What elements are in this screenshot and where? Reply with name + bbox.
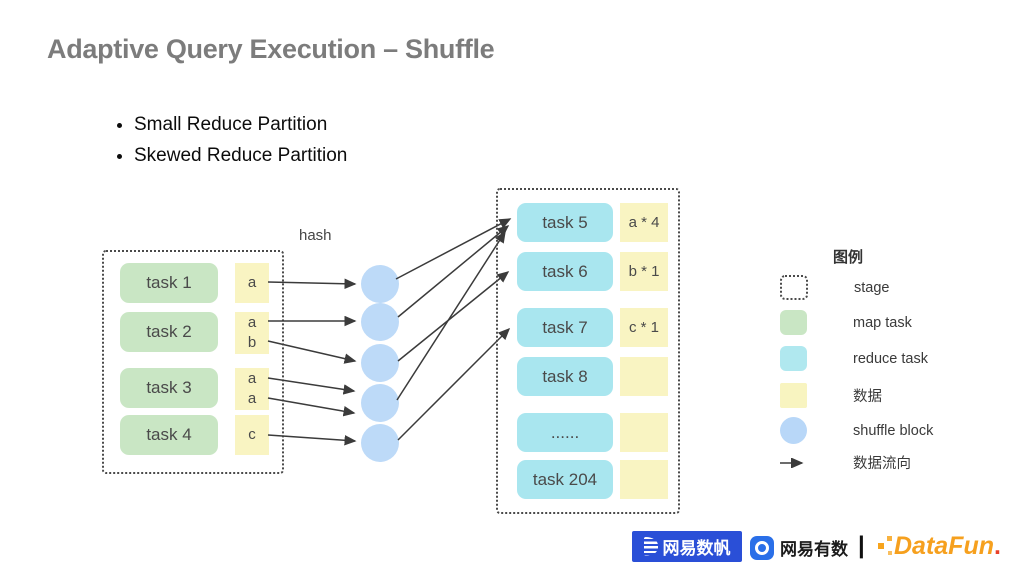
reduce-task-swatch-icon [780,346,807,371]
map-stage-box [102,250,284,474]
legend-label: stage [854,279,890,296]
bullet-item: Small Reduce Partition [134,114,347,136]
shuffle-block-swatch-icon [780,417,807,444]
reduce-result-cell [620,413,668,452]
datafun-logo-dot: . [994,532,1001,560]
netease-shufan-logo: 网易数帆 [632,531,742,562]
bullet-list: Small Reduce Partition Skewed Reduce Par… [112,114,347,176]
reduce-task-204: task 204 [517,460,613,499]
map-task-2: task 2 [120,312,218,352]
legend-label: 数据流向 [853,456,911,472]
reduce-task-8: task 8 [517,357,613,396]
youshu-d-icon [750,535,774,560]
data-letter: a [247,274,257,291]
map-data-cell-3: a a [235,368,269,410]
legend-row-data-flow: 数据流向 [780,449,911,476]
flow-arrow [396,230,506,401]
map-task-swatch-icon [780,310,807,335]
logo-separator: | [858,532,865,559]
datafun-logo: DataFun . [878,533,1001,559]
legend-row-map-task: map task [780,309,912,336]
legend-label: map task [853,314,912,331]
shufan-d-icon [643,537,658,556]
data-letter: b [247,334,257,351]
flow-arrow [397,327,511,441]
map-data-cell-1: a [235,263,269,303]
reduce-task-5: task 5 [517,203,613,242]
page-title: Adaptive Query Execution – Shuffle [47,34,495,64]
data-letter: c [248,426,256,443]
flow-arrow [397,225,510,318]
youshu-logo-label: 网易有数 [780,540,848,559]
reduce-task-7: task 7 [517,308,613,347]
reduce-stage-box [496,188,680,514]
legend-label: 数据 [853,389,882,405]
map-task-1: task 1 [120,263,218,303]
data-letter: a [247,314,257,331]
data-letter: a [247,390,257,407]
reduce-result-cell: c * 1 [620,308,668,347]
shuffle-block-2 [361,303,399,341]
shuffle-block-1 [361,265,399,303]
data-swatch-icon [780,383,807,408]
legend-label: shuffle block [853,422,934,439]
legend-row-shuffle-block: shuffle block [780,417,933,444]
flow-arrow [397,271,510,362]
shufan-logo-label: 网易数帆 [662,539,731,558]
legend-row-reduce-task: reduce task [780,345,928,372]
legend-title: 图例 [833,249,864,266]
legend-label: reduce task [853,350,928,367]
reduce-result-cell [620,357,668,396]
flow-arrow [395,218,512,280]
reduce-result-cell: b * 1 [620,252,668,291]
legend-row-data: 数据 [780,382,882,409]
data-letter: a [247,370,257,387]
map-task-4: task 4 [120,415,218,455]
hash-label: hash [299,227,332,244]
datafun-logo-label: DataFun [894,532,994,560]
reduce-result-cell: a * 4 [620,203,668,242]
shuffle-block-5 [361,424,399,462]
shuffle-block-3 [361,344,399,382]
reduce-task-ellipsis: ...... [517,413,613,452]
shuffle-block-4 [361,384,399,422]
map-data-cell-2: a b [235,312,269,354]
legend-row-stage: stage [780,274,889,301]
datafun-pixels-icon [878,533,894,559]
stage-swatch-icon [780,275,808,300]
reduce-task-6: task 6 [517,252,613,291]
bullet-item: Skewed Reduce Partition [134,145,347,167]
reduce-result-cell [620,460,668,499]
map-data-cell-4: c [235,415,269,455]
netease-youshu-logo: 网易有数 [750,534,848,561]
arrow-swatch-icon [780,457,804,468]
map-task-3: task 3 [120,368,218,408]
